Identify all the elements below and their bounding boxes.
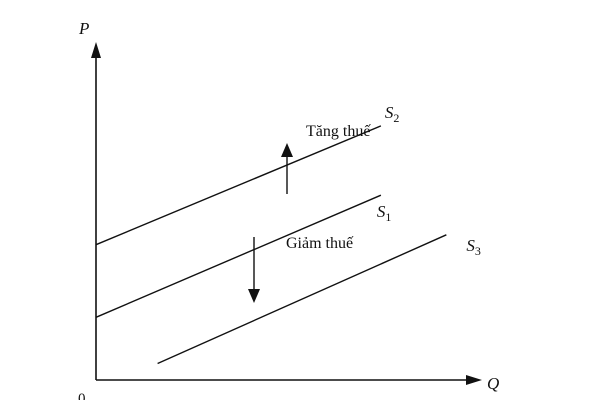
axes: P Q 0 <box>78 19 499 400</box>
supply-curve-s2 <box>95 125 382 246</box>
supply-curve-s1 <box>95 194 382 318</box>
curve-label-subscript: 1 <box>385 210 391 224</box>
tax-decrease-arrowhead <box>248 289 260 303</box>
curve-label-s2: S2 <box>385 103 400 125</box>
y-axis-label: P <box>78 19 89 38</box>
x-axis-arrowhead <box>466 375 482 385</box>
y-axis-arrowhead <box>91 42 101 58</box>
tax-decrease-label: Giảm thuế <box>286 235 354 252</box>
supply-curves <box>95 125 447 365</box>
supply-curve-s3 <box>157 234 447 365</box>
curve-label-subscript: 2 <box>393 111 399 125</box>
curve-label-s3: S3 <box>466 236 481 258</box>
tax-increase-label: Tăng thuế <box>306 123 371 140</box>
origin-label: 0 <box>78 391 86 400</box>
curve-label-subscript: 3 <box>475 244 481 258</box>
tax-increase-arrowhead <box>281 143 293 157</box>
x-axis-label: Q <box>487 374 499 393</box>
curve-label-s1: S1 <box>377 202 392 224</box>
